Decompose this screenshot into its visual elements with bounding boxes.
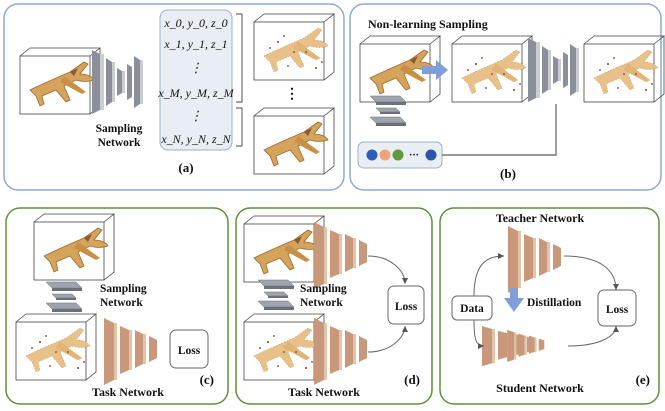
panel-d-cloud (243, 313, 325, 381)
panel-d-label-line1: Sampling (300, 283, 347, 295)
panel-b-network (528, 38, 579, 102)
panel-a-cloud-bottom (253, 107, 335, 175)
distillation-arrow (504, 288, 524, 312)
panel-a-vdots: ⋮ (285, 87, 299, 102)
panel-c-stack (45, 281, 83, 313)
panel-d-loss: Loss (395, 301, 418, 313)
panel-d-caption: (d) (404, 372, 420, 387)
arrow-student-loss (567, 325, 619, 347)
coord-vdots-2: ⋮ (190, 108, 203, 123)
pointcloud-plane (253, 327, 319, 373)
panel-c-loss-box (169, 329, 209, 369)
panel-b-caption: (b) (500, 166, 516, 181)
dot-blue (366, 149, 378, 161)
panel-d-top-network (314, 222, 367, 289)
panel-d-border (235, 207, 433, 405)
panel-b-arrow (422, 60, 448, 80)
panel-b-title: Non-learning Sampling (368, 17, 488, 31)
panel-d-task-network (314, 318, 367, 385)
dot-navy (425, 149, 437, 161)
panel-b-connector (442, 104, 557, 156)
panel-a-caption: (a) (178, 160, 193, 175)
panel-e-teacher: Teacher Network (496, 211, 585, 225)
bracket-m (236, 13, 243, 103)
arrow-data-teacher (473, 253, 505, 297)
coord-row-0: x_0, y_0, z_0 (163, 16, 227, 30)
panel-c-border (5, 207, 229, 405)
pointcloud-plane (461, 49, 527, 95)
panel-e-border (439, 207, 660, 405)
panel-d-arrow-top (367, 255, 408, 285)
panel-d-task: Task Network (288, 385, 360, 399)
coord-row-1: x_1, y_1, z_1 (163, 37, 227, 51)
plane-image (263, 121, 329, 167)
coords-box (159, 9, 233, 151)
panel-c-input-plane (33, 213, 115, 281)
panel-d-stack (257, 279, 295, 311)
coord-row-n: x_N, y_N, z_N (160, 132, 231, 146)
panel-e-caption: (e) (636, 372, 650, 387)
panel-b-output-cloud (583, 35, 665, 103)
panel-a-sampling-network (92, 50, 143, 114)
panel-b-stack (369, 95, 407, 127)
panel-c-label-line2: Network (100, 297, 143, 309)
plane-image (253, 229, 319, 275)
panel-b-sampled-cloud (451, 35, 533, 103)
panel-a-label-line2: Network (98, 137, 141, 149)
panel-b-border (349, 3, 662, 191)
panel-c-caption: (c) (200, 372, 214, 387)
teacher-network (508, 226, 561, 293)
panel-d-arrow-bottom (367, 325, 408, 353)
panel-e-distill: Distillation (527, 297, 582, 309)
pointcloud-plane (593, 49, 659, 95)
panel-c-loss: Loss (178, 345, 201, 357)
pointcloud-plane (25, 327, 91, 373)
panel-a-border (3, 3, 345, 191)
panel-a-cloud-top (253, 13, 335, 81)
dot-orange (379, 149, 391, 161)
pointcloud-plane (263, 27, 329, 73)
plane-image (29, 61, 95, 107)
panel-e-loss: Loss (606, 304, 629, 316)
panel-d-label-line2: Network (300, 297, 343, 309)
data-box (451, 295, 493, 321)
student-network (482, 326, 545, 367)
arrow-teacher-loss (563, 255, 619, 291)
dot-green (392, 149, 404, 161)
panel-a-input-plane (19, 47, 101, 115)
bracket-n (236, 107, 243, 147)
panel-c-cloud (15, 313, 97, 381)
panel-d-input-plane (243, 215, 325, 283)
coord-vdots-1: ⋮ (190, 60, 203, 75)
panel-d-loss-box (387, 285, 425, 325)
panel-c-task: Task Network (92, 385, 164, 399)
coord-row-m: x_M, y_M, z_M (157, 86, 234, 100)
panel-e-student: Student Network (496, 381, 584, 395)
panel-c-task-network (104, 318, 157, 385)
panel-e-loss-box (597, 289, 637, 327)
panel-c-label-line1: Sampling (100, 283, 147, 295)
arrow-data-student (473, 319, 485, 349)
panel-e-data: Data (460, 303, 484, 315)
plane-image (43, 227, 109, 273)
dots-ellipsis: ··· (409, 150, 419, 161)
panel-a-label-line1: Sampling (96, 123, 143, 135)
